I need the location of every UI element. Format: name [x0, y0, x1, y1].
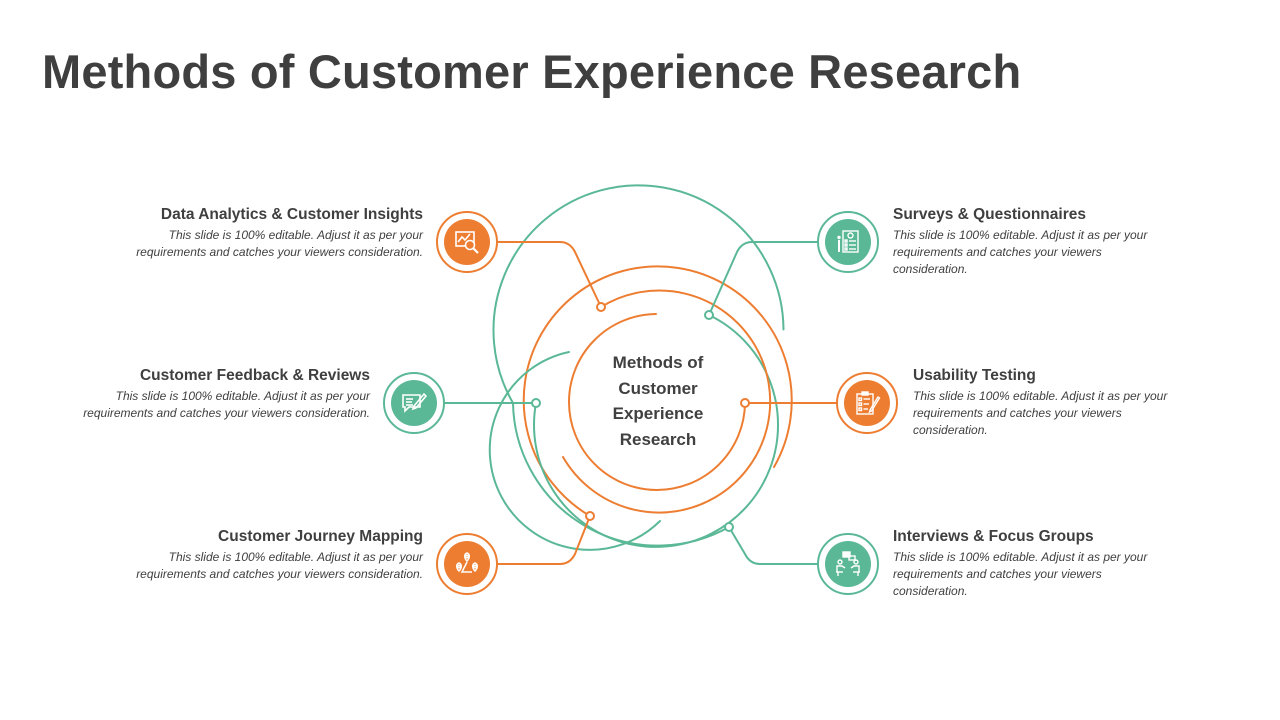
item-surveys: Surveys & Questionnaires This slide is 1… — [893, 206, 1173, 278]
connector-interviews — [728, 526, 819, 565]
item-description: This slide is 100% editable. Adjust it a… — [136, 550, 423, 581]
item-customer-feedback: Customer Feedback & Reviews This slide i… — [70, 367, 370, 422]
item-description: This slide is 100% editable. Adjust it a… — [136, 228, 423, 259]
analytics-magnifier-icon — [455, 231, 479, 254]
node-dot — [724, 522, 734, 532]
item-title: Customer Journey Mapping — [218, 528, 423, 545]
center-line: Research — [619, 429, 697, 449]
item-interviews: Interviews & Focus Groups This slide is … — [893, 528, 1173, 600]
badge-customer-feedback — [383, 372, 445, 434]
item-description: This slide is 100% editable. Adjust it a… — [893, 228, 1148, 276]
item-title: Usability Testing — [913, 367, 1036, 384]
badge-surveys — [817, 211, 879, 273]
node-dot — [704, 310, 714, 320]
node-dot — [531, 398, 541, 408]
center-line: Customer — [618, 378, 698, 398]
item-description: This slide is 100% editable. Adjust it a… — [83, 389, 370, 420]
badge-usability-testing — [836, 372, 898, 434]
ring-teal-5 — [488, 351, 661, 551]
item-title: Data Analytics & Customer Insights — [160, 206, 423, 223]
node-dot — [596, 302, 606, 312]
item-description: This slide is 100% editable. Adjust it a… — [913, 389, 1168, 437]
slide-title: Methods of Customer Experience Research — [42, 45, 1022, 98]
map-pins-icon — [456, 552, 478, 573]
connector-journey-mapping — [496, 515, 591, 565]
clipboard-checklist-icon — [856, 391, 881, 415]
ring-orange-2 — [522, 265, 793, 517]
center-label: Methods of Customer Experience Research — [578, 350, 738, 452]
ring-orange-4 — [562, 289, 772, 514]
survey-document-icon — [837, 230, 859, 253]
item-title: Surveys & Questionnaires — [893, 206, 1086, 223]
center-line: Experience — [612, 404, 704, 423]
badge-journey-mapping — [436, 533, 498, 595]
item-title: Customer Feedback & Reviews — [139, 367, 370, 384]
badge-interviews — [817, 533, 879, 595]
item-description: This slide is 100% editable. Adjust it a… — [893, 550, 1148, 598]
connector-surveys — [708, 241, 819, 316]
item-journey-mapping: Customer Journey Mapping This slide is 1… — [123, 528, 423, 583]
item-usability-testing: Usability Testing This slide is 100% edi… — [913, 367, 1193, 439]
item-data-analytics: Data Analytics & Customer Insights This … — [123, 206, 423, 261]
badge-data-analytics — [436, 211, 498, 273]
center-line: Methods of — [612, 353, 704, 372]
interview-people-icon — [836, 551, 860, 576]
node-dot — [585, 511, 595, 521]
ring-orange-6 — [568, 313, 746, 491]
item-title: Interviews & Focus Groups — [893, 528, 1094, 545]
connector-data-analytics — [496, 241, 602, 308]
node-dot — [740, 398, 750, 408]
feedback-chat-pen-icon — [402, 392, 428, 413]
